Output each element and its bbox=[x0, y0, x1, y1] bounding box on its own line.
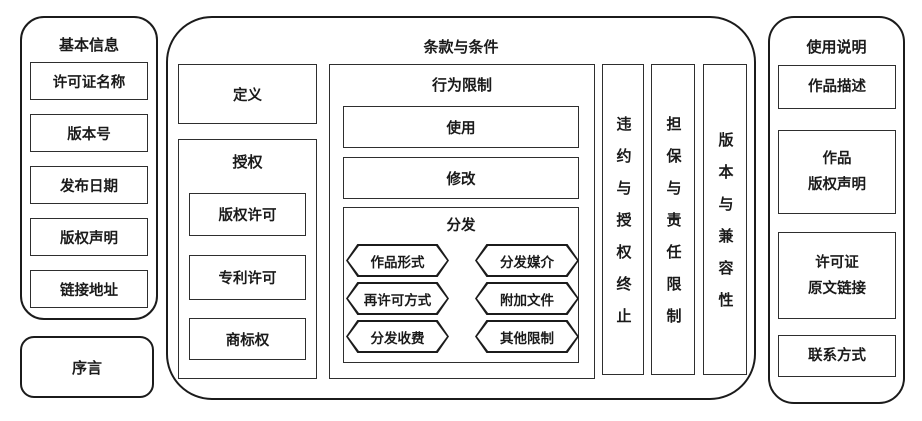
distribution-fee-hexagon: 分发收费 bbox=[346, 320, 449, 353]
sublicense-mode-hexagon: 再许可方式 bbox=[346, 282, 449, 315]
version-number-box: 版本号 bbox=[30, 114, 148, 152]
version-compatibility-strip: 版本与兼容性 bbox=[703, 64, 747, 375]
distribution-title: 分发 bbox=[446, 218, 476, 234]
work-form-hexagon: 作品形式 bbox=[346, 244, 449, 277]
authorization-title: 授权 bbox=[232, 154, 263, 171]
link-address-box: 链接地址 bbox=[30, 270, 148, 308]
additional-files-hexagon: 附加文件 bbox=[475, 282, 579, 315]
usage-notes-title: 使用说明 bbox=[806, 39, 867, 56]
license-name-box: 许可证名称 bbox=[30, 62, 148, 100]
breach-termination-strip: 违约与授权终止 bbox=[602, 64, 644, 375]
patent-license-box: 专利许可 bbox=[189, 255, 306, 300]
terms-title: 条款与条件 bbox=[423, 39, 499, 56]
breach-termination-label: 违约与授权终止 bbox=[614, 116, 632, 340]
copyright-notice-box: 版权声明 bbox=[30, 218, 148, 256]
definition-box: 定义 bbox=[178, 64, 317, 124]
use-box: 使用 bbox=[343, 106, 579, 148]
work-copyright-notice-box: 作品 版权声明 bbox=[778, 130, 896, 214]
warranty-liability-strip: 担保与责任限制 bbox=[651, 64, 695, 375]
work-description-box: 作品描述 bbox=[778, 65, 896, 109]
license-original-link-box: 许可证 原文链接 bbox=[778, 232, 896, 319]
copyright-license-box: 版权许可 bbox=[189, 193, 306, 236]
warranty-liability-label: 担保与责任限制 bbox=[664, 116, 682, 340]
distribution-group: 分发 作品形式 分发媒介 再许可方式 附加文件 分发收费 其他限制 bbox=[343, 207, 579, 363]
behavior-restrictions-group: 行为限制 使用 修改 分发 作品形式 分发媒介 再许可方式 附加文件 分发收费 bbox=[329, 64, 595, 379]
preamble-label: 序言 bbox=[71, 359, 102, 377]
basic-info-title: 基本信息 bbox=[58, 37, 119, 54]
behavior-restrictions-title: 行为限制 bbox=[431, 77, 492, 94]
release-date-box: 发布日期 bbox=[30, 166, 148, 204]
version-compatibility-label: 版本与兼容性 bbox=[716, 132, 734, 324]
trademark-box: 商标权 bbox=[189, 318, 306, 360]
terms-panel: 条款与条件 定义 授权 版权许可 专利许可 商标权 行为限制 使用 修改 分发 … bbox=[166, 16, 756, 400]
authorization-group: 授权 版权许可 专利许可 商标权 bbox=[178, 139, 317, 379]
other-restrictions-hexagon: 其他限制 bbox=[475, 320, 579, 353]
modify-box: 修改 bbox=[343, 157, 579, 199]
contact-box: 联系方式 bbox=[778, 335, 896, 377]
usage-notes-panel: 使用说明 作品描述 作品 版权声明 许可证 原文链接 联系方式 bbox=[768, 16, 905, 404]
basic-info-panel: 基本信息 许可证名称 版本号 发布日期 版权声明 链接地址 bbox=[20, 16, 158, 320]
preamble-box: 序言 bbox=[20, 336, 154, 398]
distribution-media-hexagon: 分发媒介 bbox=[475, 244, 579, 277]
basic-info-list: 许可证名称 版本号 发布日期 版权声明 链接地址 bbox=[30, 62, 148, 308]
